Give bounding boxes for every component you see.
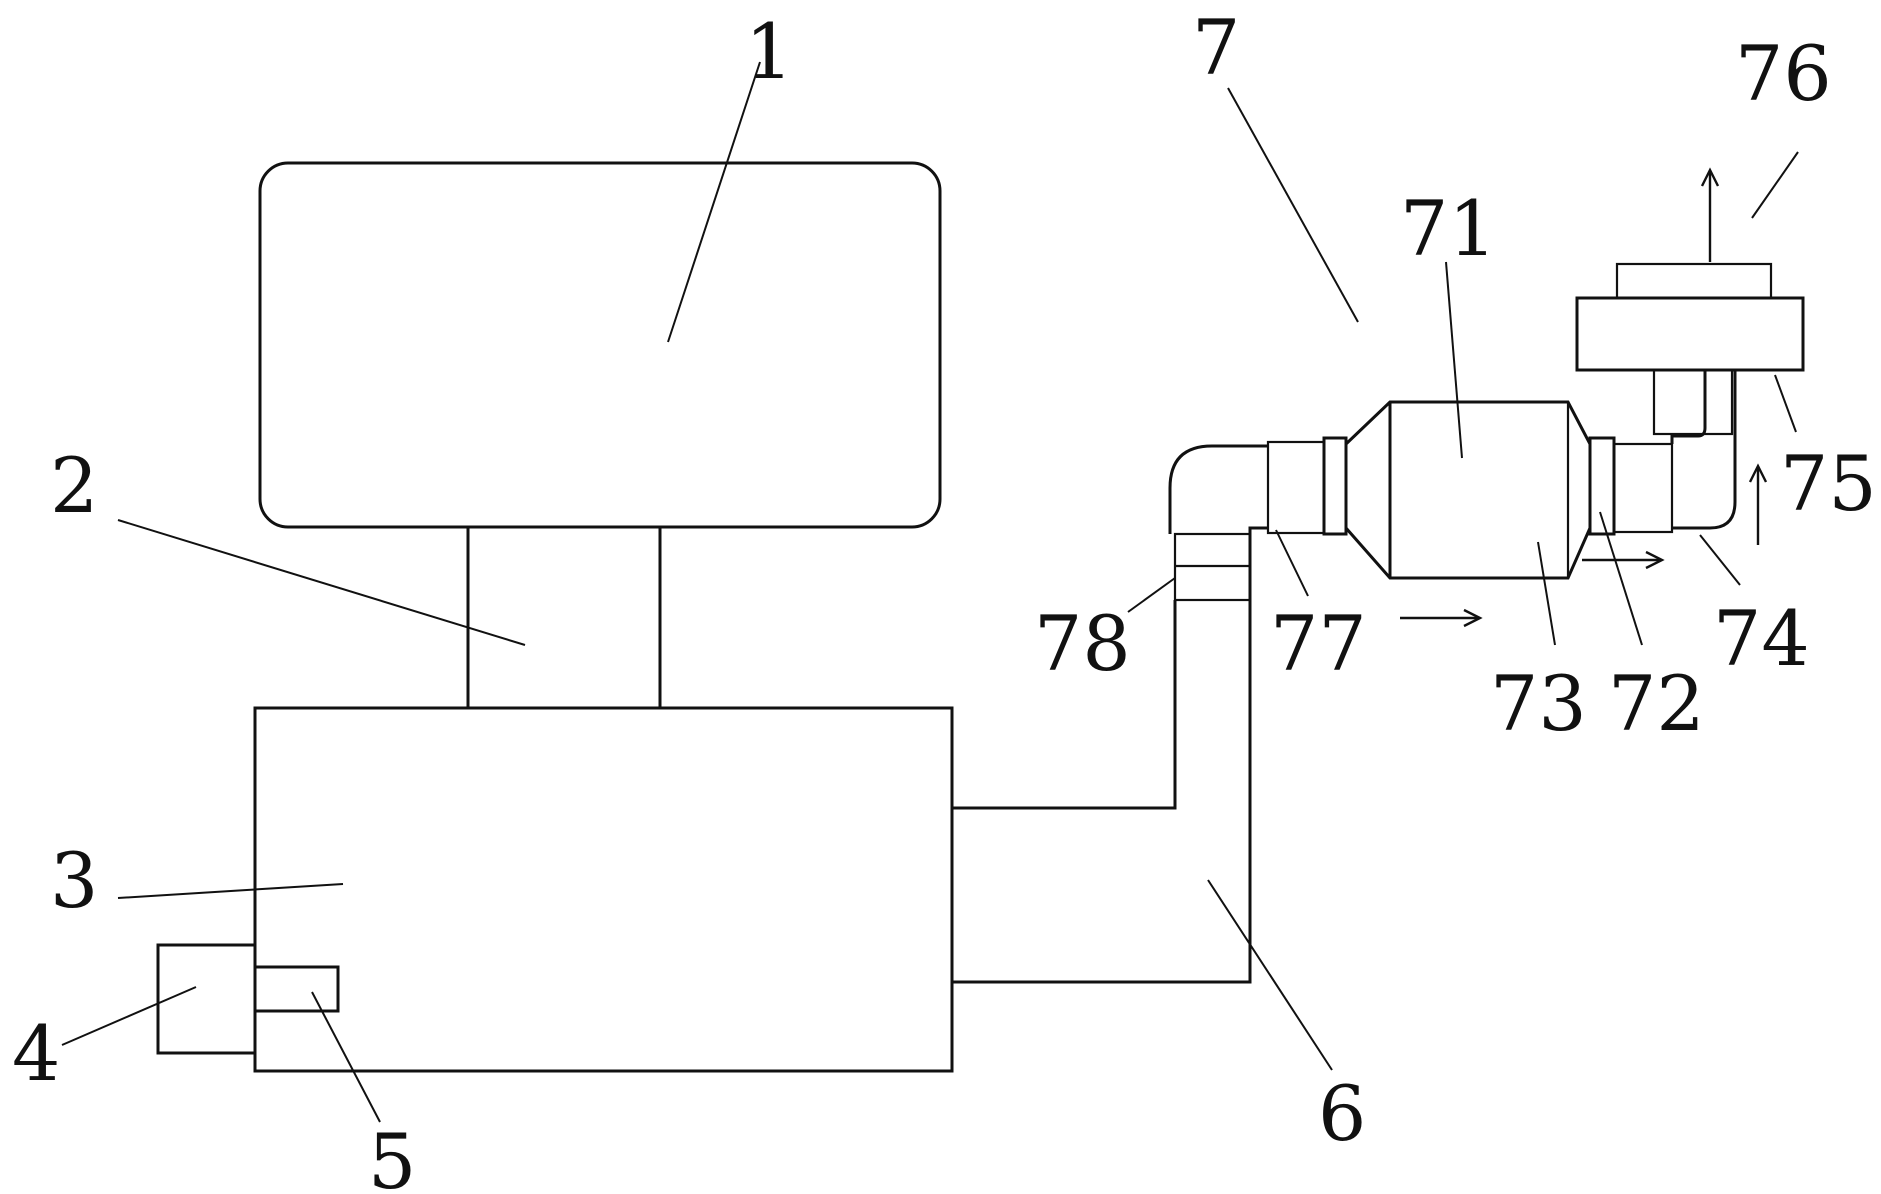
label-5: 5	[368, 1117, 416, 1194]
label-2: 2	[50, 441, 98, 530]
leader-78	[1127, 577, 1176, 613]
part-74-collar	[1612, 442, 1674, 534]
leader-1	[667, 61, 761, 343]
label-73: 73	[1490, 659, 1587, 748]
label-78: 78	[1034, 599, 1131, 688]
part-71-body	[1344, 400, 1592, 580]
label-1: 1	[745, 7, 793, 96]
leader-72	[1599, 511, 1643, 646]
label-71: 71	[1400, 184, 1497, 273]
label-4: 4	[12, 1009, 60, 1098]
flow-arrow-up-outlet	[1700, 167, 1720, 262]
part-1-upper-box	[258, 161, 942, 529]
part-77-connector	[1322, 436, 1348, 536]
flow-arrow-up-riser	[1748, 463, 1768, 545]
part-6-duct	[952, 534, 1252, 984]
leader-73	[1537, 541, 1556, 646]
label-74: 74	[1713, 594, 1810, 683]
label-7: 7	[1192, 3, 1240, 92]
leader-4	[61, 986, 197, 1046]
part-4-side-block	[156, 943, 257, 1055]
part-2-neck	[466, 525, 662, 710]
left-elbow	[1168, 444, 1268, 534]
label-3: 3	[50, 836, 98, 925]
leader-71	[1445, 261, 1463, 459]
part-75-riser	[1652, 368, 1734, 436]
flow-arrow-right-inlet	[1400, 608, 1483, 628]
leader-77	[1275, 529, 1309, 597]
leader-2	[117, 519, 526, 646]
leader-76	[1751, 151, 1799, 219]
leader-74	[1699, 534, 1741, 586]
leader-7	[1227, 87, 1359, 323]
right-elbow	[1670, 370, 1737, 530]
part-5-inlet	[253, 965, 340, 1013]
label-6: 6	[1318, 1069, 1366, 1158]
leader-3	[117, 883, 344, 899]
leader-75	[1774, 374, 1797, 433]
flow-arrow-right-outlet	[1582, 550, 1665, 570]
part-77-collar	[1266, 440, 1326, 535]
leader-5	[311, 991, 381, 1123]
label-76: 76	[1735, 29, 1832, 118]
leader-6	[1207, 879, 1333, 1071]
part-76-housing	[1575, 296, 1805, 372]
label-77: 77	[1270, 599, 1367, 688]
label-72: 72	[1608, 659, 1705, 748]
part-76-cap	[1615, 262, 1773, 300]
part-3-main-box	[253, 706, 954, 1073]
label-75: 75	[1780, 439, 1877, 528]
